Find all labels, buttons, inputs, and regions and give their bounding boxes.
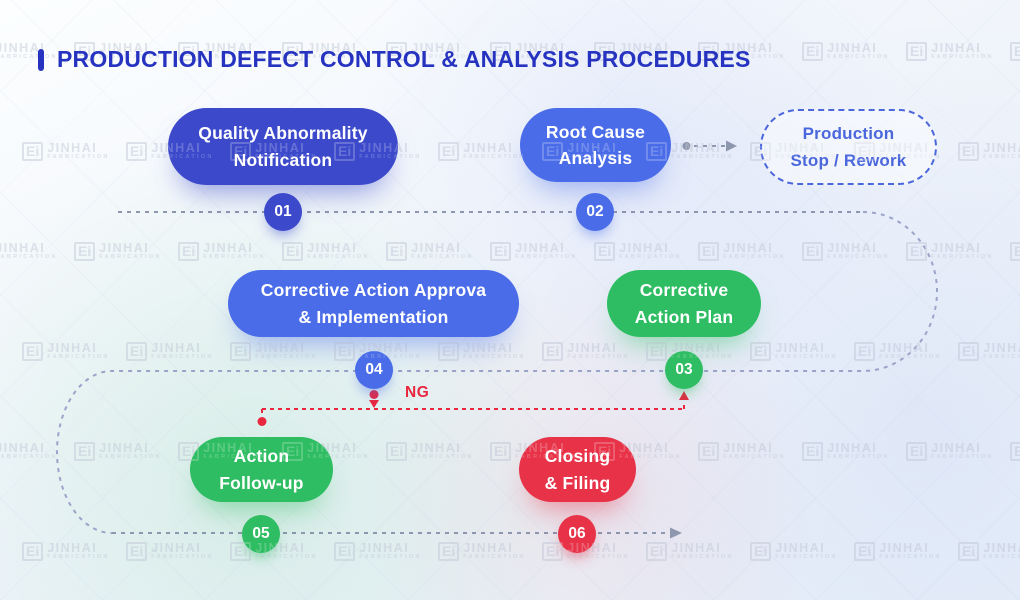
step-number-badge-02: 02 — [576, 193, 614, 231]
stop-arrowhead — [726, 140, 737, 152]
step-corrective-action-approval-implementation: Corrective Action Approva & Implementati… — [228, 270, 519, 337]
step-action-follow-up: Action Follow-up — [190, 437, 333, 502]
step-label-line: Action Plan — [634, 306, 734, 327]
stop-arrow-start-dot — [682, 142, 691, 150]
ng-start-dot — [369, 390, 379, 399]
step-label-line: Notification — [233, 149, 333, 170]
ng-end-dot — [257, 417, 267, 426]
step-label-line: Root Cause — [545, 121, 646, 142]
step-number-badge-03: 03 — [665, 351, 703, 389]
ng-label: NG — [405, 384, 430, 401]
step-label-line: Corrective Action Approva — [260, 280, 487, 301]
step-root-cause-analysis: Root Cause Analysis — [520, 108, 671, 182]
step-number-badge-04: 04 — [355, 351, 393, 389]
page-header: PRODUCTION DEFECT CONTROL & ANALYSIS PRO… — [38, 46, 751, 73]
step-label-line: Stop / Rework — [790, 151, 907, 170]
step-number-badge-05: 05 — [242, 515, 280, 553]
title-accent-bar — [38, 48, 44, 71]
step-quality-abnormality-notification: Quality Abnormality Notification — [168, 108, 398, 185]
step-label-line: Production — [802, 123, 895, 143]
page-title: PRODUCTION DEFECT CONTROL & ANALYSIS PRO… — [57, 46, 751, 72]
step-number-badge-06: 06 — [558, 515, 596, 553]
flow-end-arrowhead — [670, 527, 682, 539]
step-number-badge-01: 01 — [264, 193, 302, 231]
step-label-line: Corrective — [639, 280, 729, 301]
step-label-line: & Implementation — [298, 306, 449, 327]
step-label-line: Analysis — [558, 148, 633, 168]
step-label-line: Quality Abnormality — [198, 123, 368, 144]
step-label-line: Closing — [544, 446, 611, 467]
ng-up-arrowhead — [679, 391, 689, 400]
step-label-line: & Filing — [544, 472, 611, 493]
step-production-stop-rework: Production Stop / Rework — [760, 109, 937, 185]
step-label-line: Action — [233, 446, 290, 467]
step-corrective-action-plan: Corrective Action Plan — [607, 270, 761, 337]
step-closing-filing: Closing & Filing — [519, 437, 636, 502]
ng-down-arrowhead — [369, 400, 379, 408]
step-label-line: Follow-up — [219, 472, 304, 493]
main-flow-curves — [56, 211, 938, 534]
